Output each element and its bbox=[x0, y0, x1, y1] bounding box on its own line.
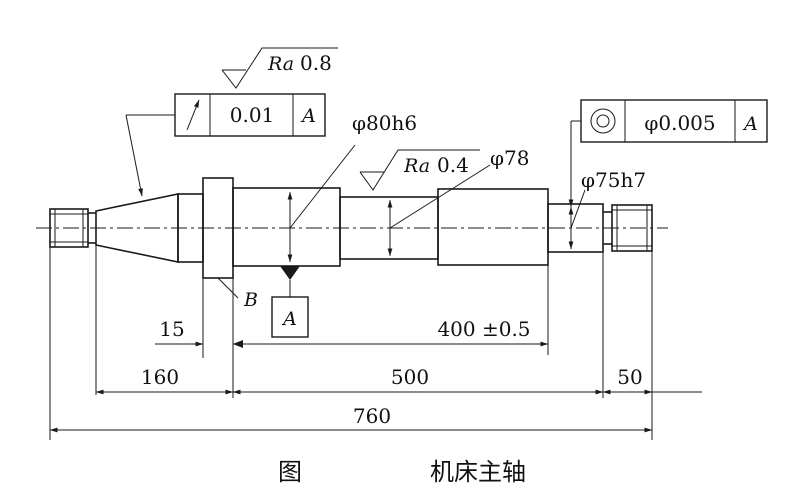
b-leader bbox=[217, 277, 239, 299]
concentric-icon bbox=[590, 108, 616, 134]
runout-tolerance: 0.01 bbox=[230, 103, 275, 127]
roughness-symbol-1 bbox=[221, 47, 338, 89]
collar-b-label: B bbox=[243, 289, 258, 311]
concentric-tolerance: φ0.005 bbox=[644, 111, 715, 135]
roughness-symbol-2 bbox=[359, 149, 480, 191]
journal-80 bbox=[232, 187, 341, 267]
diameter-75-label: φ75h7 bbox=[581, 168, 646, 192]
right-thread bbox=[611, 204, 653, 252]
section-large bbox=[437, 188, 549, 266]
journal-75 bbox=[547, 203, 604, 253]
concentric-frame bbox=[568, 99, 768, 208]
extension-lines bbox=[49, 245, 653, 440]
dim-160: 160 bbox=[141, 365, 179, 389]
dim-400: 400 ±0.5 bbox=[437, 317, 530, 341]
diameter-78-label: φ78 bbox=[490, 146, 529, 170]
roughness-1-value: 0.8 bbox=[300, 51, 332, 75]
left-thread bbox=[49, 208, 89, 248]
datum-a bbox=[271, 266, 309, 338]
dim-500: 500 bbox=[391, 365, 429, 389]
roughness-1-label: Ra bbox=[267, 53, 294, 75]
datum-a-label: A bbox=[281, 308, 297, 330]
concentric-datum: A bbox=[742, 113, 758, 135]
runout-frame bbox=[125, 93, 326, 197]
roughness-2-value: 0.4 bbox=[437, 153, 469, 177]
dimension-lines bbox=[49, 340, 702, 433]
diameter-80-label: φ80h6 bbox=[352, 111, 417, 135]
dim-760: 760 bbox=[353, 404, 391, 428]
runout-datum: A bbox=[300, 105, 316, 127]
caption-fig: 图 bbox=[278, 458, 302, 486]
diameter-indicators bbox=[287, 144, 586, 263]
runout-icon bbox=[186, 99, 200, 131]
dim-50: 50 bbox=[617, 365, 642, 389]
roughness-2-label: Ra bbox=[403, 155, 430, 177]
dim-15: 15 bbox=[159, 317, 184, 341]
caption-title: 机床主轴 bbox=[430, 458, 526, 486]
